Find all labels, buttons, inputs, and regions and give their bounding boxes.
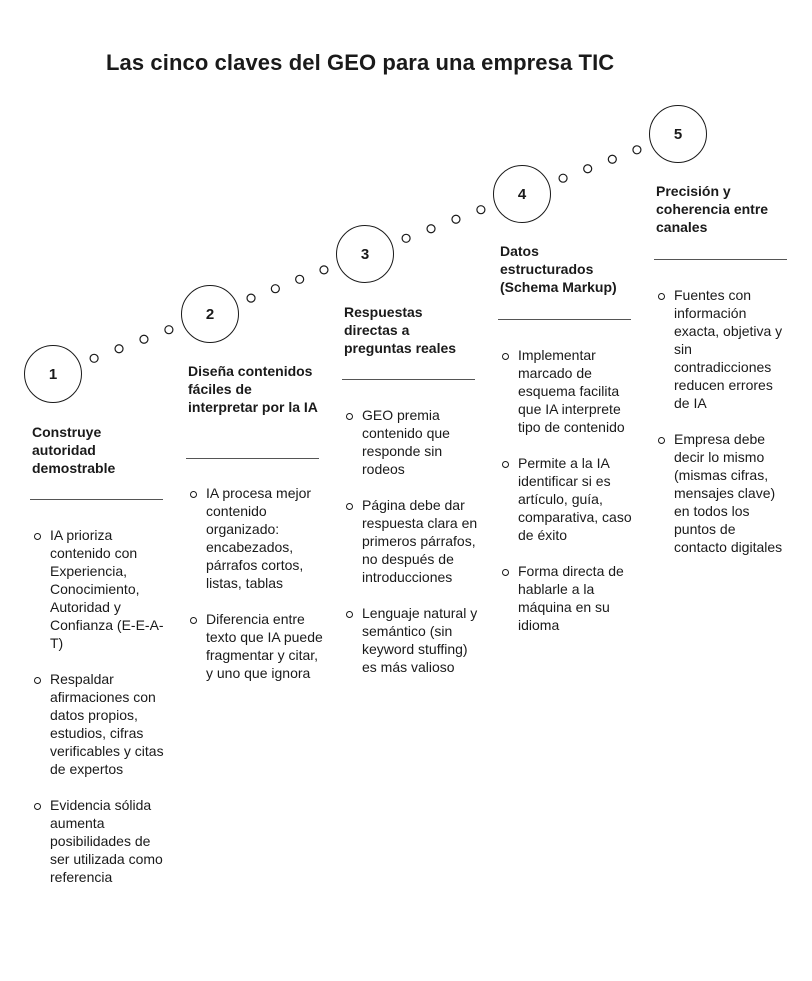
list-item: Implementar marcado de esquema facilita … (500, 346, 635, 436)
list-item: Diferencia entre texto que IA puede frag… (188, 610, 323, 682)
bullet-text: IA prioriza contenido con Experiencia, C… (50, 527, 164, 651)
bullet-icon (502, 461, 509, 468)
connector-dot (89, 353, 99, 363)
step-3-circle: 3 (336, 225, 394, 283)
step-5-circle: 5 (649, 105, 707, 163)
step-5-number: 5 (673, 125, 683, 143)
step-1-title: Construye autoridad demostrable (32, 424, 116, 476)
bullet-text: Implementar marcado de esquema facilita … (518, 347, 625, 435)
bullet-icon (658, 437, 665, 444)
bullet-icon (658, 293, 665, 300)
connector-dot (558, 173, 568, 183)
step-4-title: Datos estructurados (Schema Markup) (500, 243, 617, 295)
bullet-text: Respaldar afirmaciones con datos propios… (50, 671, 164, 777)
list-item: Respaldar afirmaciones con datos propios… (32, 670, 167, 778)
bullet-icon (34, 803, 41, 810)
connector-dot (139, 334, 149, 344)
step-4-circle: 4 (493, 165, 551, 223)
step-3-number: 3 (360, 245, 370, 263)
bullet-text: Página debe dar respuesta clara en prime… (362, 497, 478, 585)
connector-dot (583, 164, 593, 174)
list-item: IA procesa mejor contenido organizado: e… (188, 484, 323, 592)
list-item: Evidencia sólida aumenta posibilidades d… (32, 796, 167, 886)
bullet-text: Diferencia entre texto que IA puede frag… (206, 611, 323, 681)
step-2-number: 2 (205, 305, 215, 323)
step-1-divider (30, 499, 163, 500)
step-1-number: 1 (48, 365, 58, 383)
bullet-text: Fuentes con información exacta, objetiva… (674, 287, 783, 411)
list-item: Permite a la IA identificar si es artícu… (500, 454, 635, 544)
connector-dot (401, 233, 411, 243)
step-5-title: Precisión y coherencia entre canales (656, 183, 769, 235)
connector-dot (451, 214, 461, 224)
bullet-text: Forma directa de hablarle a la máquina e… (518, 563, 624, 633)
page-title: Las cinco claves del GEO para una empres… (106, 50, 615, 75)
connector-dot (270, 284, 280, 294)
bullet-text: GEO premia contenido que responde sin ro… (362, 407, 450, 477)
step-1-bullets: IA prioriza contenido con Experiencia, C… (32, 526, 167, 904)
connector-dot (246, 293, 256, 303)
bullet-text: Lenguaje natural y semántico (sin keywor… (362, 605, 478, 675)
bullet-icon (34, 533, 41, 540)
bullet-text: IA procesa mejor contenido organizado: e… (206, 485, 312, 591)
bullet-icon (346, 611, 353, 618)
list-item: IA prioriza contenido con Experiencia, C… (32, 526, 167, 652)
connector-dot (319, 265, 329, 275)
bullet-icon (190, 491, 197, 498)
step-1-circle: 1 (24, 345, 82, 403)
list-item: Forma directa de hablarle a la máquina e… (500, 562, 635, 634)
step-2-title: Diseña contenidos fáciles de interpretar… (188, 363, 318, 415)
list-item: Empresa debe decir lo mismo (mismas cifr… (656, 430, 791, 556)
connector-dot (632, 145, 642, 155)
bullet-icon (346, 413, 353, 420)
connector-dot (607, 154, 617, 164)
bullet-icon (502, 569, 509, 576)
step-3-title: Respuestas directas a preguntas reales (344, 304, 457, 356)
bullet-icon (346, 503, 353, 510)
connector-dot (114, 344, 124, 354)
step-2-divider (186, 458, 319, 459)
bullet-text: Evidencia sólida aumenta posibilidades d… (50, 797, 163, 885)
step-3-divider (342, 379, 475, 380)
step-2-circle: 2 (181, 285, 239, 343)
step-3-bullets: GEO premia contenido que responde sin ro… (344, 406, 479, 694)
step-4-bullets: Implementar marcado de esquema facilita … (500, 346, 635, 652)
step-5-bullets: Fuentes con información exacta, objetiva… (656, 286, 791, 574)
connector-dot (164, 325, 174, 335)
step-5-divider (654, 259, 787, 260)
step-4-divider (498, 319, 631, 320)
connector-dot (295, 274, 305, 284)
bullet-text: Permite a la IA identificar si es artícu… (518, 455, 632, 543)
step-4-number: 4 (517, 185, 527, 203)
bullet-icon (190, 617, 197, 624)
bullet-icon (502, 353, 509, 360)
list-item: Lenguaje natural y semántico (sin keywor… (344, 604, 479, 676)
bullet-icon (34, 677, 41, 684)
connector-dot (426, 224, 436, 234)
list-item: Página debe dar respuesta clara en prime… (344, 496, 479, 586)
list-item: Fuentes con información exacta, objetiva… (656, 286, 791, 412)
bullet-text: Empresa debe decir lo mismo (mismas cifr… (674, 431, 783, 555)
list-item: GEO premia contenido que responde sin ro… (344, 406, 479, 478)
connector-dot (476, 205, 486, 215)
step-2-bullets: IA procesa mejor contenido organizado: e… (188, 484, 323, 700)
